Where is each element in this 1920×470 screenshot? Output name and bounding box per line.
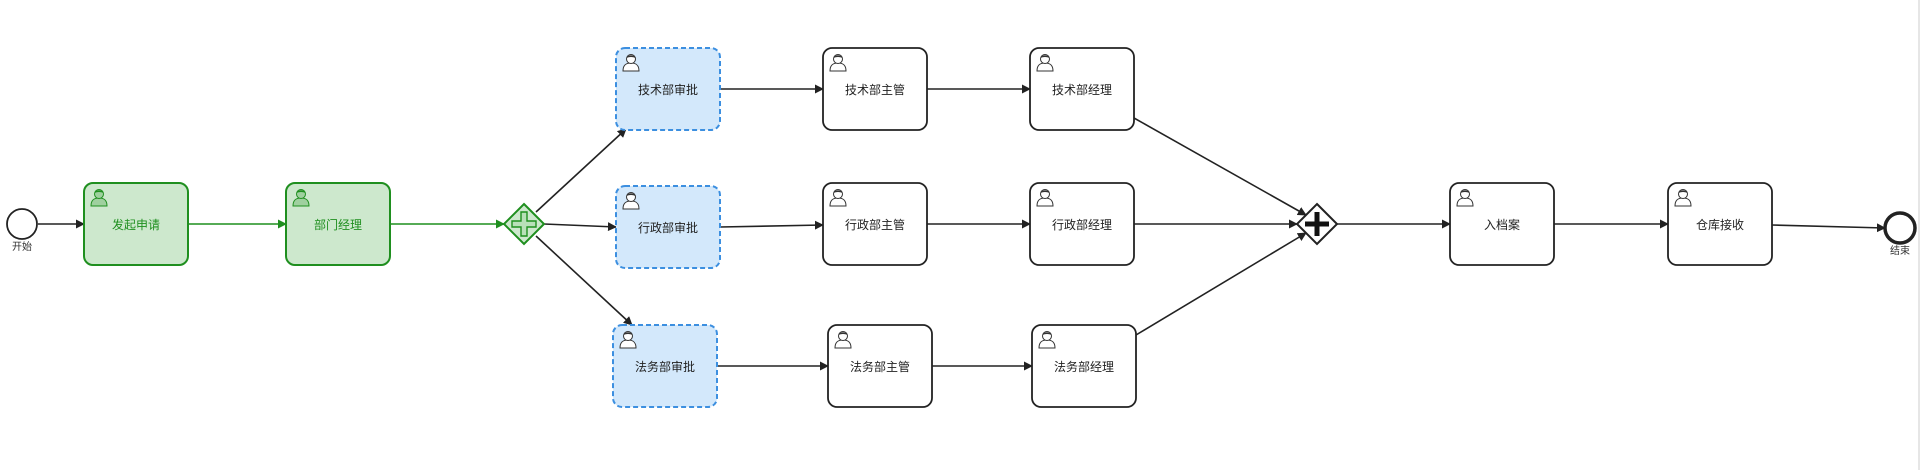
task-label: 法务部经理 xyxy=(1054,359,1114,374)
user-task-icon xyxy=(1674,189,1692,207)
task-label: 发起申请 xyxy=(112,217,160,232)
user-task-icon xyxy=(619,331,637,349)
user-task-icon xyxy=(90,189,108,207)
task-box[interactable] xyxy=(1029,182,1135,266)
task-box[interactable] xyxy=(285,182,391,266)
sequence-flow-tech3-join[interactable] xyxy=(1133,117,1307,216)
task-box[interactable] xyxy=(822,182,928,266)
sequence-flow-legal3-join[interactable] xyxy=(1135,232,1307,336)
parallel-gateway-split[interactable] xyxy=(502,202,546,246)
task-box[interactable] xyxy=(612,324,718,408)
task-t1[interactable]: 发起申请 xyxy=(83,182,189,266)
user-task-icon xyxy=(622,192,640,210)
task-label: 技术部主管 xyxy=(845,82,905,97)
task-label: 技术部经理 xyxy=(1052,82,1112,97)
task-label: 行政部经理 xyxy=(1052,217,1112,232)
task-legal2[interactable]: 法务部主管 xyxy=(827,324,933,408)
sequence-flow-warehouse-end[interactable] xyxy=(1771,223,1886,233)
task-box[interactable] xyxy=(615,185,721,269)
task-box[interactable] xyxy=(1449,182,1555,266)
task-archive[interactable]: 入档案 xyxy=(1449,182,1555,266)
sequence-flow-split-admin1[interactable] xyxy=(543,222,617,232)
task-tech3[interactable]: 技术部经理 xyxy=(1029,47,1135,131)
sequence-flow-split-tech1[interactable] xyxy=(535,128,627,213)
task-box[interactable] xyxy=(83,182,189,266)
task-warehouse[interactable]: 仓库接收 xyxy=(1667,182,1773,266)
end-event-circle[interactable] xyxy=(1883,211,1917,245)
parallel-gateway-join[interactable] xyxy=(1295,202,1339,246)
task-label: 仓库接收 xyxy=(1696,217,1744,232)
task-admin3[interactable]: 行政部经理 xyxy=(1029,182,1135,266)
task-label: 技术部审批 xyxy=(638,82,698,97)
end-event-label: 结束 xyxy=(1890,244,1910,257)
user-task-icon xyxy=(834,331,852,349)
task-admin2[interactable]: 行政部主管 xyxy=(822,182,928,266)
task-label: 法务部主管 xyxy=(850,359,910,374)
start-event-label: 开始 xyxy=(12,240,32,253)
user-task-icon xyxy=(622,54,640,72)
task-tech2[interactable]: 技术部主管 xyxy=(822,47,928,131)
task-admin1[interactable]: 行政部审批 xyxy=(615,185,721,269)
sequence-flow-split-legal1[interactable] xyxy=(535,235,633,326)
task-label: 行政部主管 xyxy=(845,217,905,232)
task-label: 部门经理 xyxy=(314,217,362,232)
task-legal1[interactable]: 法务部审批 xyxy=(612,324,718,408)
end-event[interactable]: 结束 xyxy=(1883,211,1917,257)
task-box[interactable] xyxy=(1667,182,1773,266)
task-box[interactable] xyxy=(822,47,928,131)
user-task-icon xyxy=(829,189,847,207)
task-box[interactable] xyxy=(827,324,933,408)
plus-icon xyxy=(1305,212,1329,236)
task-box[interactable] xyxy=(1029,47,1135,131)
task-t2[interactable]: 部门经理 xyxy=(285,182,391,266)
user-task-icon xyxy=(829,54,847,72)
start-event[interactable]: 开始 xyxy=(6,208,38,253)
task-label: 入档案 xyxy=(1484,217,1520,232)
vertical-scrollbar[interactable] xyxy=(1918,0,1920,470)
task-legal3[interactable]: 法务部经理 xyxy=(1031,324,1137,408)
user-task-icon xyxy=(1036,189,1054,207)
user-task-icon xyxy=(292,189,310,207)
task-box[interactable] xyxy=(615,47,721,131)
user-task-icon xyxy=(1036,54,1054,72)
task-label: 行政部审批 xyxy=(638,220,698,235)
sequence-flows xyxy=(38,84,1886,371)
task-box[interactable] xyxy=(1031,324,1137,408)
user-task-icon xyxy=(1456,189,1474,207)
start-event-circle[interactable] xyxy=(6,208,38,240)
sequence-flow-admin1-admin2[interactable] xyxy=(719,220,824,230)
plus-icon xyxy=(511,211,537,237)
user-task-icon xyxy=(1038,331,1056,349)
task-label: 法务部审批 xyxy=(635,359,695,374)
task-tech1[interactable]: 技术部审批 xyxy=(615,47,721,131)
